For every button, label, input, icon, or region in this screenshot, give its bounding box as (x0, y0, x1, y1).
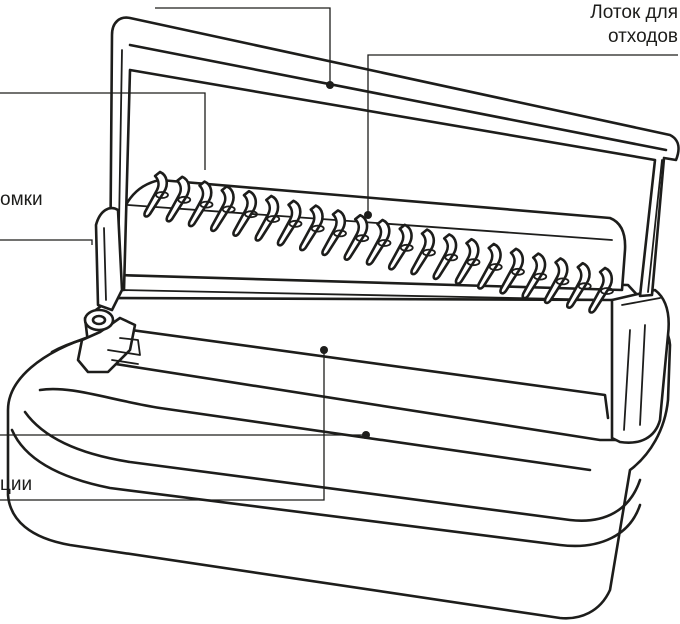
comb-tooth (343, 213, 370, 261)
comb-tooth (588, 266, 614, 314)
comb-tooth (543, 257, 570, 305)
leader-comb-teeth (0, 92, 206, 170)
comb-tooth (165, 175, 192, 223)
comb-tooth (499, 247, 525, 295)
comb-tooth (387, 223, 414, 271)
comb-tooth (276, 199, 303, 247)
handle-lever (108, 16, 680, 298)
comb-tooth (187, 180, 214, 228)
leader-waste-tray (367, 54, 678, 215)
leader-dot-waste-tray (364, 211, 372, 219)
comb-tooth (521, 252, 548, 300)
margin-adjust-knob (76, 308, 141, 374)
left-support-arm (94, 206, 124, 312)
comb-tooth (232, 189, 258, 237)
comb-tooth (143, 170, 169, 218)
label-waste-tray-line1: Лоток для (590, 2, 678, 23)
comb-tooth (565, 261, 592, 309)
comb-tooth (476, 242, 503, 290)
comb-teeth (143, 170, 614, 314)
comb-tooth (298, 204, 325, 252)
comb-tooth (254, 194, 281, 242)
leader-dot-handle (326, 81, 334, 89)
comb-tooth (365, 218, 392, 266)
comb-tooth (209, 185, 236, 233)
leader-comb-channel (0, 350, 325, 501)
leader-dot-front-panel (362, 431, 370, 439)
leader-left-partial-1 (0, 239, 93, 245)
right-side-bracket (610, 288, 670, 444)
comb-tooth (454, 237, 481, 285)
comb-tooth (321, 209, 347, 257)
comb-cylinder (116, 178, 627, 292)
comb-tooth (432, 233, 459, 281)
label-partial-left-1: омки (0, 189, 43, 210)
comb-tooth (410, 228, 436, 276)
label-waste-tray-line2: отходов (608, 26, 678, 47)
leader-lines (0, 7, 678, 501)
leader-handle (155, 7, 331, 85)
leader-dot-comb-channel (320, 346, 328, 354)
label-partial-left-2: ции (0, 474, 32, 495)
